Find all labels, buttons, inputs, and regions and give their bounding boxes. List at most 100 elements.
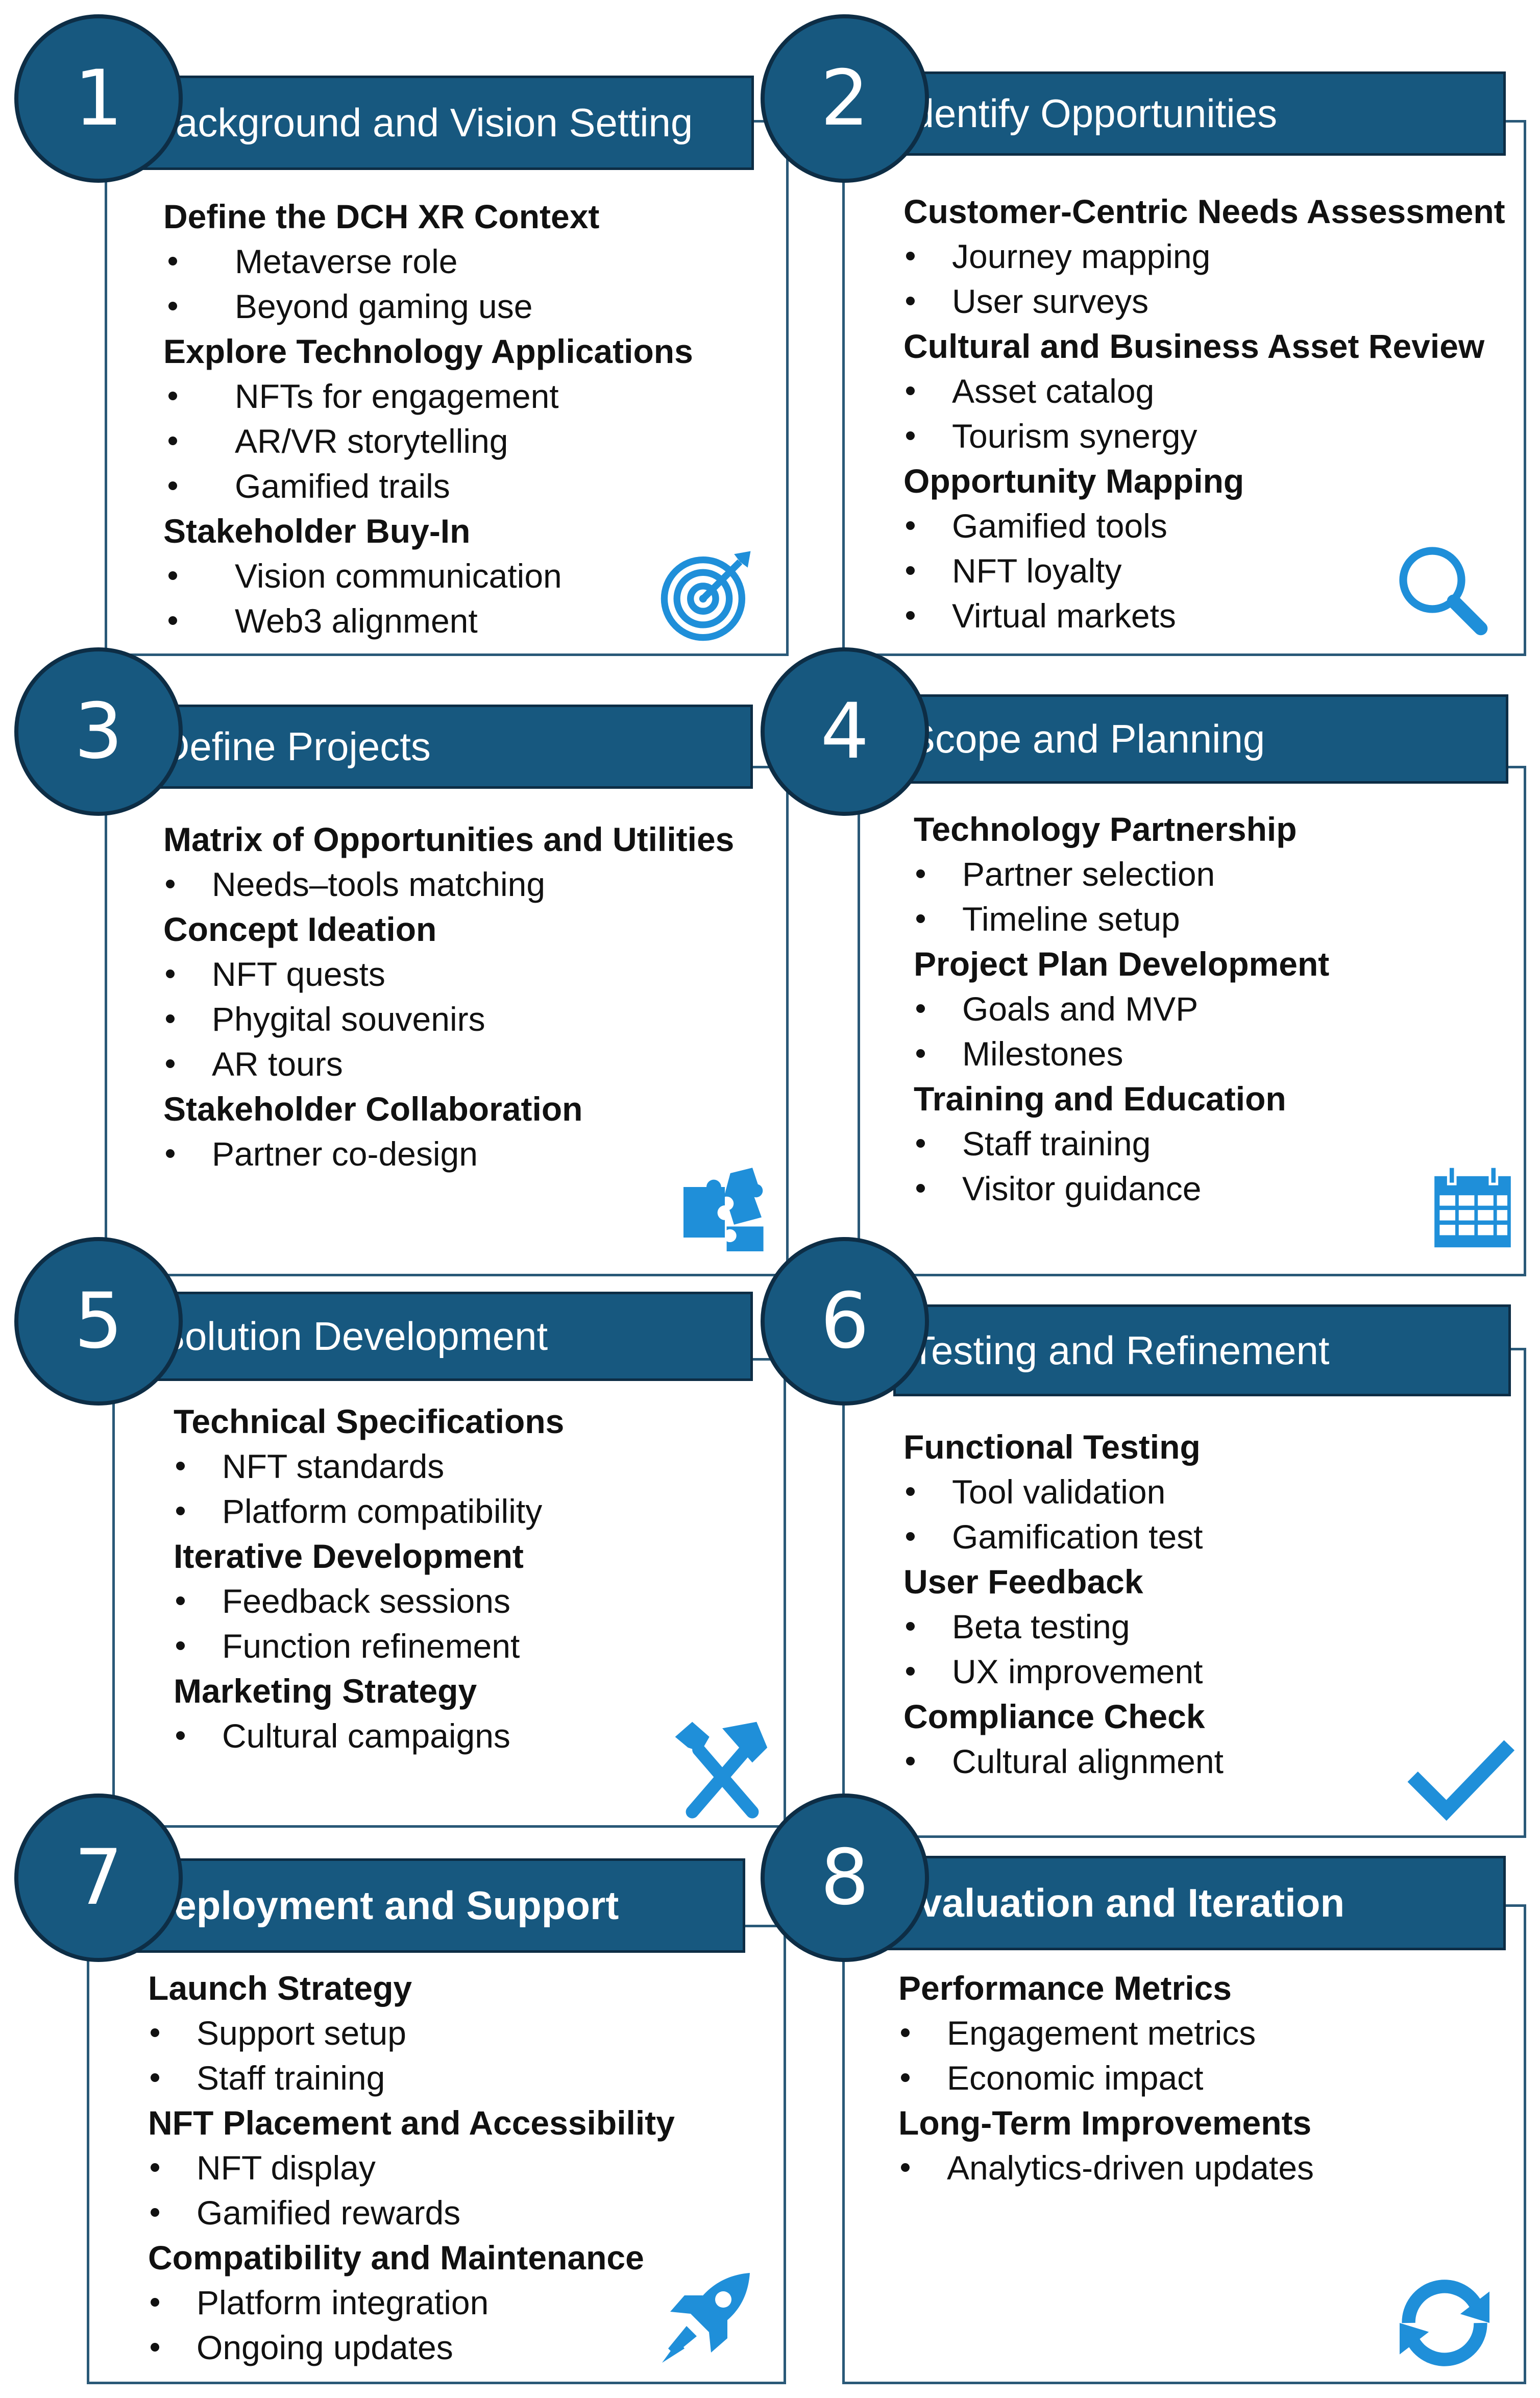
bullet-item: NFT standards [174,1444,564,1489]
section-heading-functional-testing: Functional Testing [903,1428,1201,1466]
bullet-item: Vision communication [163,553,693,598]
bullet-text: Tourism synergy [952,417,1197,455]
bullet-dot [151,2028,159,2037]
target-icon [658,546,755,643]
bullet-text: Needs–tools matching [212,865,546,903]
bullet-item: Platform integration [148,2280,675,2325]
bullet-text: Virtual markets [952,597,1176,635]
magnifier-icon [1394,541,1490,638]
step-1-card [105,120,789,656]
bullet-dot [906,611,915,620]
bullet-text: Partner co-design [212,1135,478,1173]
bullet-text: Cultural alignment [952,1742,1224,1780]
bullet-text: User surveys [952,282,1149,320]
bullet-text: Platform integration [197,2284,489,2321]
bullet-item: Tourism synergy [903,414,1505,458]
bullet-item: Virtual markets [903,593,1505,638]
bullet-item: Platform compatibility [174,1489,564,1534]
bullet-dot [906,252,915,260]
section-heading-define-the-dch-xr-context: Define the DCH XR Context [163,198,600,235]
bullet-dot [916,1184,925,1193]
step-5-number-badge: 5 [14,1237,183,1406]
step-1-number-badge: 1 [14,14,183,183]
rocket-icon [656,2267,758,2369]
bullet-item: Partner selection [914,852,1329,897]
bullet-item: Feedback sessions [174,1579,564,1624]
bullet-dot [906,1532,915,1541]
section-heading-marketing-strategy: Marketing Strategy [174,1672,477,1710]
bullet-item: Cultural campaigns [174,1713,564,1758]
step-7-number-badge: 7 [14,1794,183,1962]
bullet-dot [916,1049,925,1058]
bullet-text: UX improvement [952,1653,1203,1690]
bullet-dot [176,1731,185,1740]
bullet-text: Timeline setup [962,900,1180,938]
bullet-item: Function refinement [174,1624,564,1668]
bullet-item: Staff training [148,2055,675,2100]
bullet-text: NFT quests [212,955,385,993]
bullet-item: Partner co-design [163,1131,734,1176]
tools-icon [669,1715,776,1823]
refresh-icon [1388,2267,1501,2379]
bullet-text: Platform compatibility [222,1492,543,1530]
bullet-text: NFT loyalty [952,552,1122,590]
bullet-item: User surveys [903,279,1505,324]
bullet-text: Beyond gaming use [235,287,533,325]
bullet-item: Support setup [148,2011,675,2055]
bullet-text: Tool validation [952,1473,1166,1511]
bullet-dot [168,481,177,490]
bullet-dot [168,571,177,580]
bullet-dot [151,2073,159,2082]
bullet-text: Journey mapping [952,237,1211,275]
section-heading-compliance-check: Compliance Check [903,1698,1205,1735]
bullet-item: Needs–tools matching [163,862,734,907]
step-4-number-badge: 4 [761,647,929,816]
bullet-text: Asset catalog [952,372,1155,410]
bullet-item: Milestones [914,1031,1329,1076]
bullet-item: NFT loyalty [903,548,1505,593]
step-2-number-badge: 2 [761,14,929,183]
bullet-text: Goals and MVP [962,990,1199,1028]
bullet-dot [906,521,915,530]
section-heading-technical-specifications: Technical Specifications [174,1402,565,1440]
bullet-item: NFT display [148,2145,675,2190]
bullet-item: Beyond gaming use [163,284,693,329]
bullet-dot [906,297,915,305]
bullet-dot [166,1059,175,1068]
bullet-item: Tool validation [903,1469,1224,1514]
bullet-text: Metaverse role [235,243,458,280]
bullet-item: Timeline setup [914,897,1329,941]
step-4-card [858,766,1526,1276]
bullet-item: Web3 alignment [163,598,693,643]
bullet-dot [901,2028,910,2037]
bullet-dot [168,257,177,265]
bullet-item: Staff training [914,1121,1329,1166]
section-heading-compatibility-and-maintenance: Compatibility and Maintenance [148,2239,644,2276]
bullet-item: Gamification test [903,1514,1224,1559]
bullet-text: Engagement metrics [947,2014,1256,2052]
bullet-item: Engagement metrics [898,2011,1314,2055]
section-heading-project-plan-development: Project Plan Development [914,945,1330,983]
bullet-item: Visitor guidance [914,1166,1329,1211]
bullet-text: Vision communication [235,557,562,595]
step-1-title: Background and Vision Setting [131,76,754,170]
bullet-text: Gamification test [952,1518,1203,1556]
bullet-item: Gamified tools [903,503,1505,548]
bullet-text: Beta testing [952,1608,1130,1645]
section-heading-cultural-and-business-asset-review: Cultural and Business Asset Review [903,327,1485,365]
section-heading-launch-strategy: Launch Strategy [148,1969,412,2007]
bullet-item: Goals and MVP [914,986,1329,1031]
bullet-dot [168,392,177,400]
section-heading-concept-ideation: Concept Ideation [163,910,437,948]
bullet-dot [176,1596,185,1605]
section-heading-matrix-of-opportunities-and-utilities: Matrix of Opportunities and Utilities [163,820,735,858]
bullet-dot [906,1622,915,1631]
bullet-dot [168,302,177,310]
section-heading-technology-partnership: Technology Partnership [914,810,1297,848]
